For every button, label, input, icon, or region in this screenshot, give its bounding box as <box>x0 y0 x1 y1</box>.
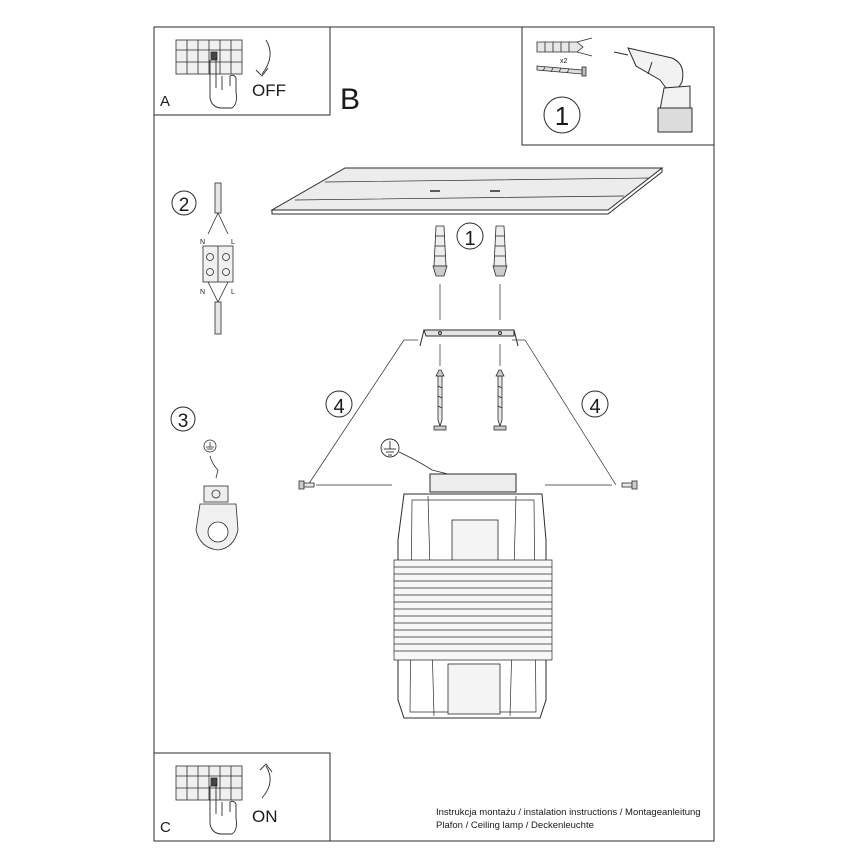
panel-a-letter: A <box>160 93 170 110</box>
fuse-box-icon <box>175 39 243 75</box>
side-screw-right <box>621 480 638 490</box>
screw-icon <box>536 65 587 77</box>
panel-b-letter: B <box>340 83 360 116</box>
panel-c-letter: C <box>160 819 171 836</box>
panel-c: C ON <box>153 752 331 842</box>
hand-switch-icon <box>209 784 237 835</box>
wiring-step-circle <box>171 190 197 216</box>
side-screw-right-circle <box>581 390 609 418</box>
curved-arrow-icon <box>259 763 273 799</box>
side-screw-left <box>298 480 315 490</box>
footer-line-1: Instrukcja montażu / instalation instruc… <box>436 807 701 818</box>
terminal-block-icon <box>202 182 234 335</box>
fuse-box-icon <box>175 765 243 801</box>
wall-plug-left <box>432 225 448 277</box>
panel-a: A OFF <box>153 26 331 116</box>
tools-panel-box <box>521 26 715 146</box>
footer: Instrukcja montażu / instalation instruc… <box>436 806 701 832</box>
page-frame <box>153 26 715 842</box>
wall-plug-icon <box>536 37 593 57</box>
panel-a-box <box>153 26 331 116</box>
side-screw-left-circle <box>325 390 353 418</box>
drill-icon <box>613 47 693 133</box>
screw-right <box>493 369 507 431</box>
quantity-label: x2 <box>560 58 568 65</box>
side-screw-right-number: 4 <box>589 396 600 418</box>
step-1-circle <box>543 96 581 134</box>
side-screw-left-number: 4 <box>333 396 344 418</box>
lamp-rope-wrap <box>393 559 553 661</box>
guide-lines <box>307 284 617 486</box>
terminal-l-bottom: L <box>231 289 235 296</box>
screw-left <box>433 369 447 431</box>
ceiling-plate <box>270 167 664 215</box>
bolts-step-number: 1 <box>464 228 475 250</box>
bolts-step-circle <box>456 222 484 250</box>
curved-arrow-icon <box>255 39 271 77</box>
earth-step-circle <box>170 406 196 432</box>
footer-line-2: Plafon / Ceiling lamp / Deckenleuchte <box>436 820 594 831</box>
earth-symbol-icon <box>380 438 449 475</box>
panel-c-box <box>153 752 331 842</box>
power-on-label: ON <box>252 807 278 826</box>
tools-panel: x2 1 <box>521 26 715 146</box>
mounting-bracket <box>419 329 519 347</box>
wiring-step-number: 2 <box>179 195 190 216</box>
terminal-l-top: L <box>231 239 235 246</box>
terminal-n-top: N <box>200 239 205 246</box>
power-off-label: OFF <box>252 81 286 100</box>
earth-terminal-icon <box>195 439 239 551</box>
earth-step-number: 3 <box>178 411 189 432</box>
terminal-n-bottom: N <box>200 289 205 296</box>
hand-switch-icon <box>209 58 237 109</box>
wall-plug-right <box>492 225 508 277</box>
tools-step-number: 1 <box>555 101 569 131</box>
